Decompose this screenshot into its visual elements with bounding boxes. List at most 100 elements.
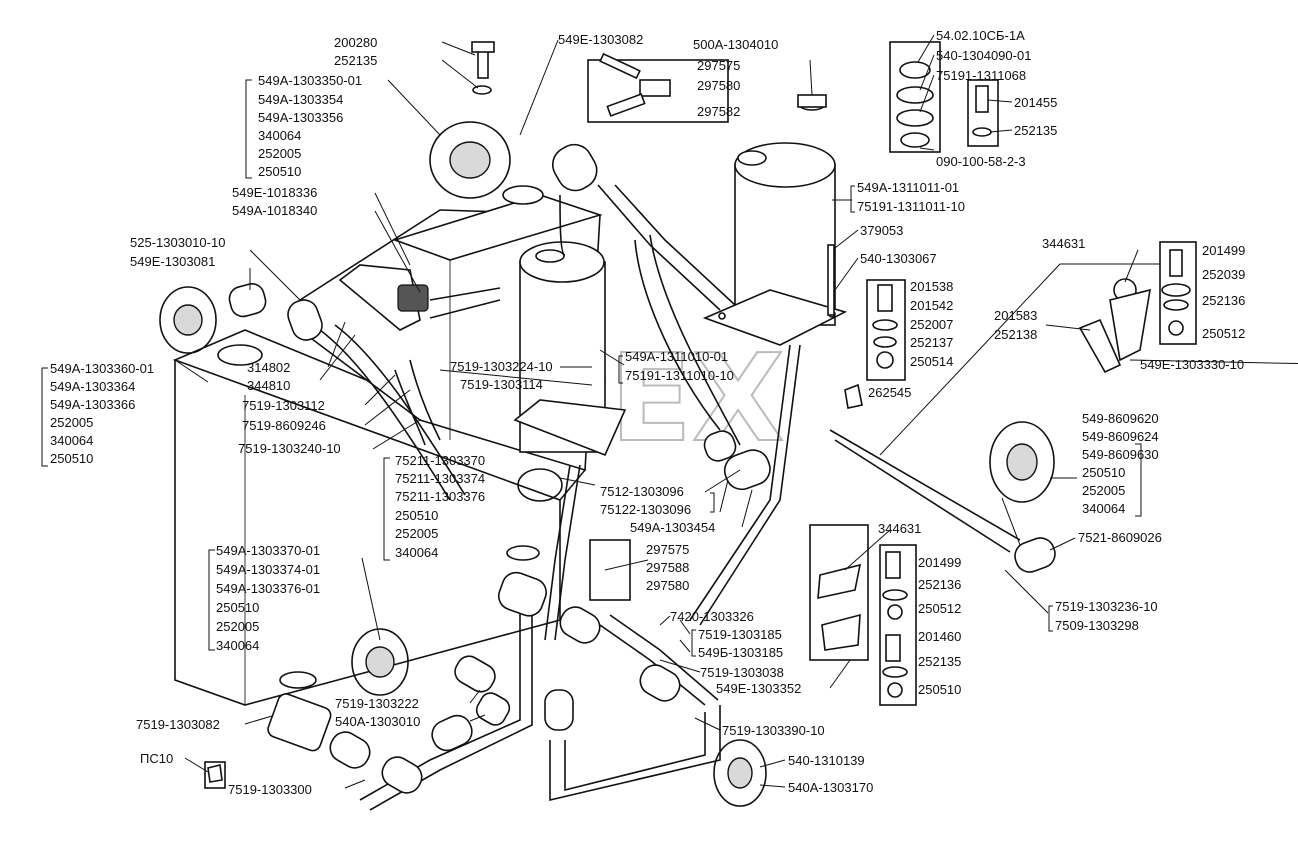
- label: 201538: [910, 279, 953, 294]
- labels: 200280 252135 549E-1303082 500A-1304010 …: [50, 28, 1245, 797]
- label: 549E-1303082: [558, 32, 643, 47]
- label: 7519-1303224-10: [450, 359, 553, 374]
- label: 090-100-58-2-3: [936, 154, 1026, 169]
- label: 250512: [918, 601, 961, 616]
- label: 7521-8609026: [1078, 530, 1162, 545]
- label: 540-1310139: [788, 753, 865, 768]
- label: 54.02.10СБ-1А: [936, 28, 1025, 43]
- label: 340064: [216, 638, 259, 653]
- label: 252005: [258, 146, 301, 161]
- label: 549A-1303364: [50, 379, 135, 394]
- label: 252005: [216, 619, 259, 634]
- label: 7519-8609246: [242, 418, 326, 433]
- label: 7519-1303185: [698, 627, 782, 642]
- label: 7519-1303112: [242, 398, 325, 413]
- label: 525-1303010-10: [130, 235, 225, 250]
- label: 7512-1303096: [600, 484, 684, 499]
- label: 340064: [50, 433, 93, 448]
- label: 250510: [395, 508, 438, 523]
- label: 549A-1303356: [258, 110, 343, 125]
- label: 340064: [395, 545, 438, 560]
- label: 250510: [50, 451, 93, 466]
- label: 75211-1303370: [395, 453, 485, 468]
- label: 340064: [1082, 501, 1125, 516]
- label: 549E-1303330-10: [1140, 357, 1244, 372]
- label: 297575: [646, 542, 689, 557]
- label: 252136: [1202, 293, 1245, 308]
- label: 252135: [1014, 123, 1057, 138]
- label: 250512: [1202, 326, 1245, 341]
- label: 549A-1303370-01: [216, 543, 320, 558]
- label: 7519-1303222: [335, 696, 419, 711]
- label: 200280: [334, 35, 377, 50]
- label: 250514: [910, 354, 953, 369]
- label: 549-8609630: [1082, 447, 1159, 462]
- label: 252137: [910, 335, 953, 350]
- label: 540A-1303010: [335, 714, 420, 729]
- label: 297580: [646, 578, 689, 593]
- label: ПС10: [140, 751, 173, 766]
- label: 250510: [258, 164, 301, 179]
- label: 252135: [334, 53, 377, 68]
- label: 549E-1303081: [130, 254, 215, 269]
- label: 252005: [1082, 483, 1125, 498]
- label: 250510: [918, 682, 961, 697]
- label: 252039: [1202, 267, 1245, 282]
- label: 549A-1018340: [232, 203, 317, 218]
- label: 549A-1303374-01: [216, 562, 320, 577]
- clamp-bubbles: [159, 121, 1055, 807]
- label: 7509-1303298: [1055, 618, 1139, 633]
- label: 549A-1303454: [630, 520, 715, 535]
- label: 7519-1303300: [228, 782, 312, 797]
- label: 7420-1303326: [670, 609, 754, 624]
- label: 549E-1303352: [716, 681, 801, 696]
- label: 297582: [697, 104, 740, 119]
- label: 7519-1303236-10: [1055, 599, 1158, 614]
- label: 314802: [247, 360, 290, 375]
- label: 75122-1303096: [600, 502, 691, 517]
- brackets: [41, 79, 1142, 657]
- label: 297588: [646, 560, 689, 575]
- label: 252135: [918, 654, 961, 669]
- leader-lines: [174, 34, 1298, 789]
- label: 540-1304090-01: [936, 48, 1031, 63]
- label: 344631: [1042, 236, 1085, 251]
- label: 7519-1303114: [460, 377, 543, 392]
- label: 549A-1303360-01: [50, 361, 154, 376]
- label: 7519-1303082: [136, 717, 220, 732]
- label: 250510: [1082, 465, 1125, 480]
- label: 549-8609624: [1082, 429, 1159, 444]
- label: 549E-1018336: [232, 185, 317, 200]
- expansion-tank: [702, 142, 848, 346]
- label: 252005: [395, 526, 438, 541]
- label: 201583: [994, 308, 1037, 323]
- label: 297580: [697, 78, 740, 93]
- label: 7519-1303038: [700, 665, 784, 680]
- label: 252005: [50, 415, 93, 430]
- label: 250510: [216, 600, 259, 615]
- label: 379053: [860, 223, 903, 238]
- pipe-stubs: [204, 143, 1056, 794]
- heater-tank: [513, 241, 627, 457]
- label: 549A-1303366: [50, 397, 135, 412]
- label: 201499: [918, 555, 961, 570]
- label: 549A-1303376-01: [216, 581, 320, 596]
- label: 262545: [868, 385, 911, 400]
- label: 540-1303067: [860, 251, 937, 266]
- label: 75191-1311068: [936, 68, 1026, 83]
- label: 344810: [247, 378, 290, 393]
- label: 252136: [918, 577, 961, 592]
- label: 7519-1303390-10: [722, 723, 825, 738]
- label: 344631: [878, 521, 921, 536]
- label: 252007: [910, 317, 953, 332]
- label: 75211-1303376: [395, 489, 485, 504]
- small-parts: [471, 41, 1197, 706]
- label: 340064: [258, 128, 301, 143]
- label: 549-8609620: [1082, 411, 1159, 426]
- label: 297575: [697, 58, 740, 73]
- label: 549Б-1303185: [698, 645, 783, 660]
- label: 549A-1311010-01: [625, 349, 728, 364]
- label: 201542: [910, 298, 953, 313]
